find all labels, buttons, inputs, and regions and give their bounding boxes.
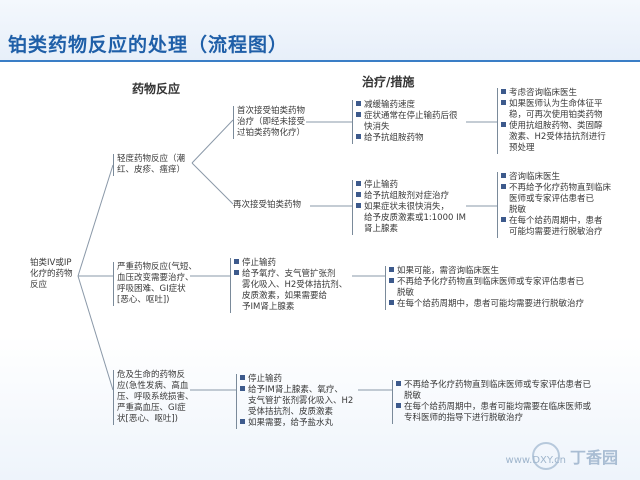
node-outcome-life: 不再给予化疗药物直到临床医师或专家评估患者已脱敏在每个给药周期中，患者可能均需要… (392, 380, 591, 424)
node-line: 状[恶心、呕吐]) (117, 414, 178, 424)
header-treatment: 治疗/措施 (362, 75, 415, 89)
bullet-item-cont: 激素、H2受体拮抗剂进行 (509, 132, 606, 142)
bullet-item-cont: 予IM肾上腺素 (242, 302, 295, 312)
node-outcome-severe: 如果可能，需咨询临床医生不再给予化疗药物直到临床医师或专家评估患者已脱敏在每个给… (385, 266, 584, 310)
node-first-time: 首次接受铂类药物治疗（即经未接受过铂类药物化疗） (233, 106, 305, 139)
edge-mild-repeat (191, 162, 234, 205)
bullet-item: 在每个给药周期中，患者 (501, 216, 611, 227)
node-treat-first-mild: 减缓输药速度症状通常在停止输药后很快消失给予抗组胺药物 (352, 100, 458, 144)
watermark-site: www.DXY.cn (505, 455, 566, 466)
bullet-item-cont: 可能均需要进行脱敏治疗 (509, 227, 603, 237)
bullet-item: 给予抗组胺药物 (356, 133, 458, 144)
bullet-item-cont: 医师或专家评估患者已 (509, 194, 595, 204)
node-reaction-mild: 轻度药物反应（潮红、皮疹、瘙痒） (113, 154, 185, 176)
bullet-item-cont: 皮质激素，如果需要给 (242, 291, 328, 301)
root-line: 铂类IV或IP (30, 258, 72, 268)
bullet-item: 停止输药 (240, 374, 353, 385)
node-reaction-life: 危及生命的药物反应(急性发病、高血压、呼吸系统损害、严重高血压、GI症状[恶心、… (113, 370, 194, 425)
node-line: [恶心、呕吐]) (117, 295, 170, 305)
bullet-item: 给予氧疗、支气管扩张剂 (234, 269, 347, 280)
bullet-item: 症状通常在停止输药后很 (356, 111, 458, 122)
bullet-item: 给予抗组胺剂对症治疗 (356, 191, 466, 202)
node-line: 严重药物反应(气短、 (117, 262, 197, 272)
node-reaction-severe: 严重药物反应(气短、血压改变需要治疗、呼吸困难、GI症状[恶心、呕吐]) (113, 262, 197, 306)
bullet-item-cont: 肾上腺素 (364, 224, 399, 234)
bullet-item-cont: 专科医师的指导下进行脱敏治疗 (404, 413, 524, 423)
bullet-item-cont: 稳，可再次使用铂类药物 (509, 110, 603, 120)
bullet-item: 如果需要，给予盐水丸 (240, 418, 353, 429)
header-reaction: 药物反应 (132, 82, 181, 96)
node-line: 轻度药物反应（潮 (117, 154, 186, 164)
node-line: 压、呼吸系统损害、 (117, 392, 194, 402)
bullet-item: 如果可能，需咨询临床医生 (389, 266, 584, 277)
node-line: 首次接受铂类药物 (237, 106, 306, 116)
bullet-item-cont: 脱敏 (397, 288, 415, 298)
watermark-brand: 丁香园 (569, 448, 618, 467)
node-line: 过铂类药物化疗） (237, 128, 306, 138)
root-line: 反应 (30, 280, 48, 290)
watermark-logo-icon (532, 442, 560, 470)
bullet-item: 不再给予化疗药物直到临床 (501, 183, 611, 194)
bullet-item-cont: 支气管扩张剂雾化吸入、H2 (248, 396, 354, 406)
bullet-item: 在每个给药周期中，患者可能均需要进行脱敏治疗 (389, 299, 584, 310)
node-line: 呼吸困难、GI症状 (117, 284, 186, 294)
node-treat-severe: 停止输药给予氧疗、支气管扩张剂雾化吸入、H2受体拮抗剂、皮质激素，如果需要给予I… (230, 258, 347, 313)
edge-root-life (77, 275, 114, 391)
node-line: 红、皮疹、瘙痒） (117, 165, 186, 175)
bullet-item: 减缓输药速度 (356, 100, 458, 111)
bullet-item: 停止输药 (234, 258, 347, 269)
bullet-item: 停止输药 (356, 180, 466, 191)
node-line: 严重高血压、GI症 (117, 403, 186, 413)
bullet-item: 使用抗组胺药物、类固醇 (501, 121, 606, 132)
node-outcome-repeat-mild: 咨询临床医生不再给予化疗药物直到临床医师或专家评估患者已脱敏在每个给药周期中，患… (497, 172, 611, 238)
node-outcome-first-mild: 考虑咨询临床医生如果医师认为生命体征平稳，可再次使用铂类药物使用抗组胺药物、类固… (497, 88, 606, 154)
bullet-item: 考虑咨询临床医生 (501, 88, 606, 99)
bullet-item: 不再给予化疗药物直到临床医师或专家评估患者已 (389, 277, 584, 288)
bullet-item: 咨询临床医生 (501, 172, 611, 183)
bullet-item: 不再给予化疗药物直到临床医师或专家评估患者已 (396, 380, 591, 391)
bullet-item: 给予IM肾上腺素、氧疗、 (240, 385, 353, 396)
edge-root-mild (77, 164, 114, 277)
bullet-item: 如果症状未很快消失， (356, 202, 466, 213)
bullet-item-cont: 脱敏 (509, 205, 527, 215)
page-title: 铂类药物反应的处理（流程图） (8, 34, 289, 56)
bullet-item-cont: 雾化吸入、H2受体拮抗剂、 (242, 280, 348, 290)
node-repeat-time: 再次接受铂类药物 (233, 200, 302, 210)
bullet-item-cont: 脱敏 (404, 391, 422, 401)
bullet-item: 如果医师认为生命体征平 (501, 99, 606, 110)
bullet-item-cont: 快消失 (364, 122, 390, 132)
edge-mild-first (191, 119, 234, 164)
bullet-item-cont: 给予皮质激素或1:1000 IM (364, 213, 466, 223)
node-line: 应(急性发病、高血 (117, 381, 189, 391)
root-line: 化疗的药物 (30, 269, 73, 279)
bullet-item: 在每个给药周期中，患者可能均需要在临床医师或 (396, 402, 591, 413)
node-line: 血压改变需要治疗、 (117, 273, 194, 283)
node-line: 治疗（即经未接受 (237, 117, 306, 127)
title-bar (0, 0, 640, 62)
node-line: 危及生命的药物反 (117, 370, 186, 380)
bullet-item-cont: 预处理 (509, 143, 535, 153)
bullet-item-cont: 受体拮抗剂、皮质激素 (248, 407, 334, 417)
node-treat-repeat-mild: 停止输药给予抗组胺剂对症治疗如果症状未很快消失，给予皮质激素或1:1000 IM… (352, 180, 466, 235)
